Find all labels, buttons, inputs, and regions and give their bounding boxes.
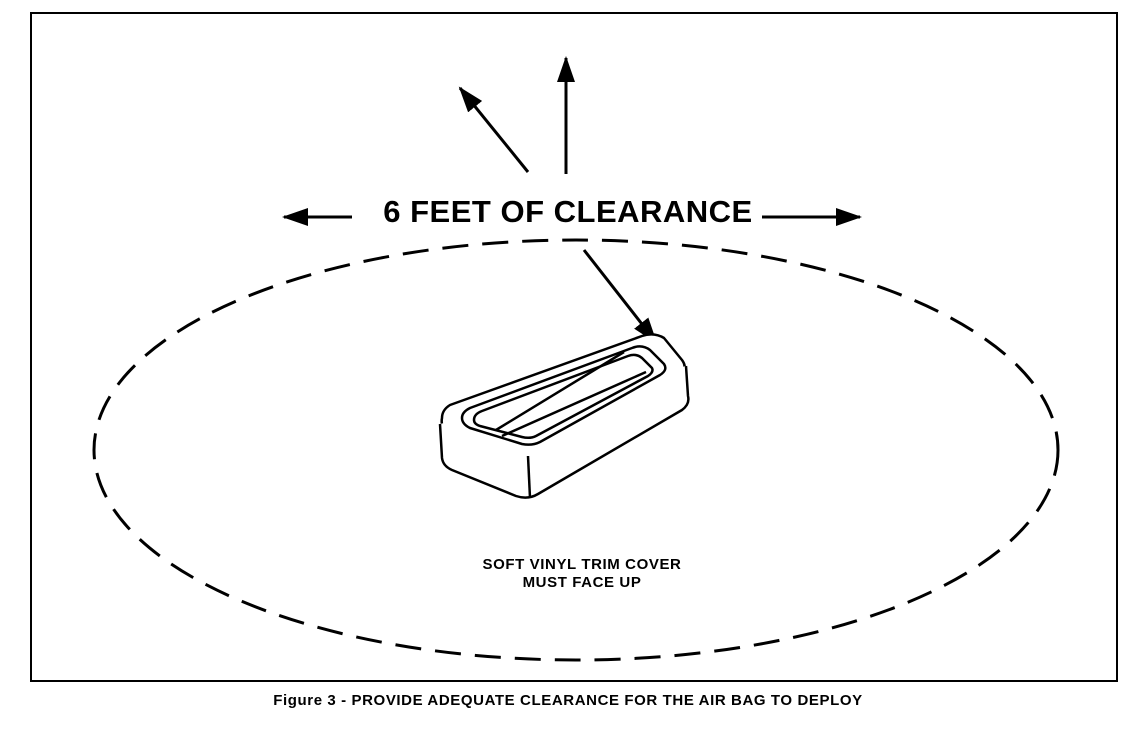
trim-cover-note-line1: SOFT VINYL TRIM COVER: [482, 556, 681, 573]
trim-cover-note-line2: MUST FACE UP: [523, 574, 642, 591]
arrow-up-left: [458, 86, 530, 173]
clearance-headline: 6 FEET OF CLEARANCE: [383, 194, 752, 229]
figure-frame: [30, 12, 1118, 682]
air-bag-module: [438, 333, 690, 499]
clearance-boundary: [92, 238, 1060, 662]
figure-caption: Figure 3 - PROVIDE ADEQUATE CLEARANCE FO…: [273, 692, 863, 709]
arrow-down-to-module: [582, 249, 658, 344]
